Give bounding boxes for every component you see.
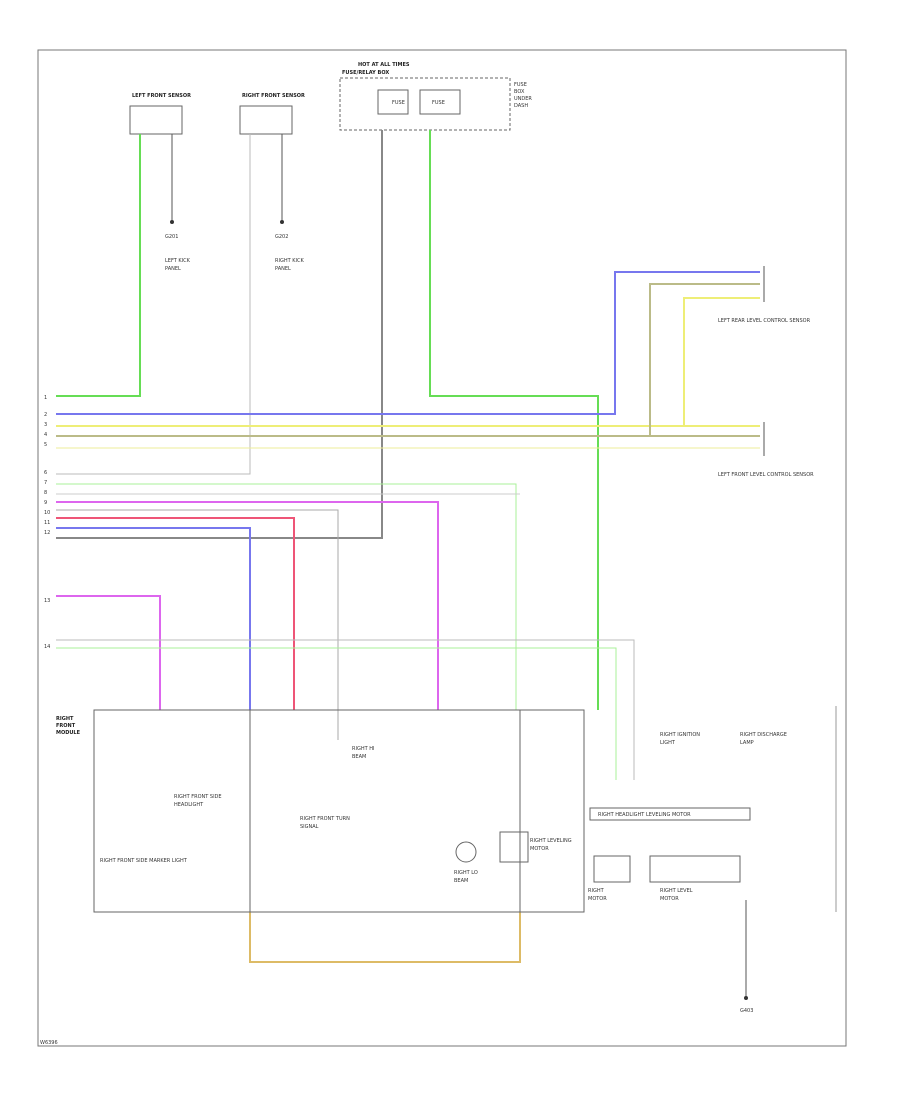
left-sensor-note-1: LEFT KICK — [165, 258, 191, 264]
pin-9: 9 — [44, 500, 47, 506]
wire-violet-1 — [56, 501, 439, 710]
fuse-a-box — [377, 89, 409, 115]
fuse-unit-box — [339, 77, 511, 131]
wire-green-left-sensor — [56, 134, 141, 397]
wires — [56, 130, 760, 996]
right-sensor-ground-symbol — [280, 220, 284, 224]
module-block-3-sub: BEAM — [352, 754, 366, 760]
fuse-unit-title-2: FUSE/RELAY BOX — [342, 70, 389, 76]
module-block-4-sub: BEAM — [454, 878, 468, 884]
comp-d-title: RIGHT LEVEL — [660, 888, 693, 894]
pin-10: 10 — [44, 510, 50, 516]
module-bottom-label: RIGHT FRONT SIDE MARKER LIGHT — [100, 858, 188, 864]
left-sensor-title: LEFT FRONT SENSOR — [132, 93, 191, 99]
module-title-2: FRONT — [56, 723, 76, 729]
wire-tan-rear — [649, 283, 760, 436]
lo-beam-lamp-symbol — [455, 841, 477, 863]
module-block-3: RIGHT HI — [352, 746, 374, 752]
fuse-side-note-1: FUSE — [514, 82, 527, 88]
right-connector-front: LEFT FRONT LEVEL CONTROL SENSOR — [718, 422, 814, 478]
front-connector-name: LEFT FRONT LEVEL CONTROL SENSOR — [718, 472, 814, 478]
fuse-unit-title-1: HOT AT ALL TIMES — [358, 62, 410, 68]
pin-13: 13 — [44, 598, 50, 604]
rear-connector-name: LEFT REAR LEVEL CONTROL SENSOR — [718, 318, 811, 324]
comp-d-box — [649, 855, 741, 883]
pin-3: 3 — [44, 422, 47, 428]
pin-7: 7 — [44, 480, 47, 486]
pin-6: 6 — [44, 470, 47, 476]
pin-12: 12 — [44, 530, 50, 536]
module-block-5-sub: MOTOR — [530, 846, 549, 852]
right-sensor-box — [239, 105, 293, 135]
fuse-side-note-4: DASH — [514, 103, 528, 109]
comp-a-sub: LIGHT — [660, 740, 676, 746]
ground-symbol — [744, 996, 748, 1000]
frame-label: W6396 — [40, 1040, 58, 1046]
pin-5: 5 — [44, 442, 47, 448]
wire-orange-bottom — [249, 912, 521, 963]
left-sensor-note-2: PANEL — [165, 266, 181, 272]
comp-a-title: RIGHT IGNITION — [660, 732, 700, 738]
module-block-1: RIGHT FRONT SIDE — [174, 794, 222, 800]
wire-blue-bus — [56, 271, 760, 415]
fuse-relay-unit: HOT AT ALL TIMES FUSE/RELAY BOX FUSE FUS… — [339, 62, 532, 131]
wire-yellow-rear — [683, 297, 760, 426]
wire-gray-2 — [56, 509, 339, 740]
diagram-frame — [37, 49, 847, 1047]
comp-b-title: RIGHT DISCHARGE — [740, 732, 787, 738]
module-block-4: RIGHT LO — [454, 870, 478, 876]
right-sensor-title: RIGHT FRONT SENSOR — [242, 93, 305, 99]
left-sensor-ground-symbol — [170, 220, 174, 224]
left-sensor-ground: G201 — [165, 234, 178, 240]
module-block-1-sub: HEADLIGHT — [174, 802, 204, 808]
comp-c-box — [593, 855, 631, 883]
module-box — [93, 709, 585, 913]
right-sensor-note-2: PANEL — [275, 266, 291, 272]
sub-components: RIGHT HEADLIGHT LEVELING MOTOR RIGHT IGN… — [588, 706, 837, 912]
actuator-box — [589, 807, 751, 821]
wire-green-fuse — [429, 130, 599, 710]
left-front-sensor: LEFT FRONT SENSOR G201 LEFT KICK PANEL — [129, 93, 191, 272]
pin-8: 8 — [44, 490, 47, 496]
fuse-side-note-3: UNDER — [514, 96, 532, 102]
pin-2: 2 — [44, 412, 47, 418]
left-sensor-box — [129, 105, 183, 135]
module-block-5: RIGHT LEVELING — [530, 838, 572, 844]
wire-gray-lower — [56, 639, 635, 780]
leveling-motor-box — [499, 831, 529, 863]
fuse-b-box — [419, 89, 461, 115]
fuse-side-note-2: BOX — [514, 89, 525, 95]
right-sensor-note-1: RIGHT KICK — [275, 258, 304, 264]
comp-c-sub: MOTOR — [588, 896, 607, 902]
wire-red — [56, 517, 295, 710]
module-title-1: RIGHT — [56, 716, 74, 722]
pin-14: 14 — [44, 644, 50, 650]
wire-violet-2 — [56, 595, 161, 710]
module-block-2: RIGHT FRONT TURN — [300, 816, 350, 822]
wire-light-green-1 — [56, 483, 517, 710]
comp-b-sub: LAMP — [740, 740, 754, 746]
actuator-title: RIGHT HEADLIGHT LEVELING MOTOR — [598, 812, 691, 818]
wire-gray-right-sensor — [56, 134, 251, 475]
left-pin-numbers: 1 2 3 4 5 6 7 8 9 10 11 12 13 14 — [44, 395, 50, 650]
ground-ref: G403 — [740, 1008, 753, 1014]
fuse-b-label: FUSE — [432, 100, 445, 106]
right-connector-rear: LEFT REAR LEVEL CONTROL SENSOR — [718, 266, 811, 324]
right-sensor-ground: G202 — [275, 234, 288, 240]
bottom-ground: G403 — [740, 996, 753, 1014]
comp-d-sub: MOTOR — [660, 896, 679, 902]
module-block-2-sub: SIGNAL — [300, 824, 319, 830]
fuse-a-label: FUSE — [392, 100, 405, 106]
wire-blue-2 — [56, 527, 251, 710]
module-title-3: MODULE — [56, 730, 81, 736]
wire-gray-fuse — [56, 130, 383, 539]
pin-1: 1 — [44, 395, 47, 401]
pin-11: 11 — [44, 520, 50, 526]
comp-c-title: RIGHT — [588, 888, 605, 894]
right-front-sensor: RIGHT FRONT SENSOR G202 RIGHT KICK PANEL — [239, 93, 305, 272]
wire-light-green-lower — [56, 647, 617, 780]
right-front-module: RIGHT FRONT MODULE RIGHT FRONT SIDE HEAD… — [56, 709, 585, 913]
pin-4: 4 — [44, 432, 47, 438]
